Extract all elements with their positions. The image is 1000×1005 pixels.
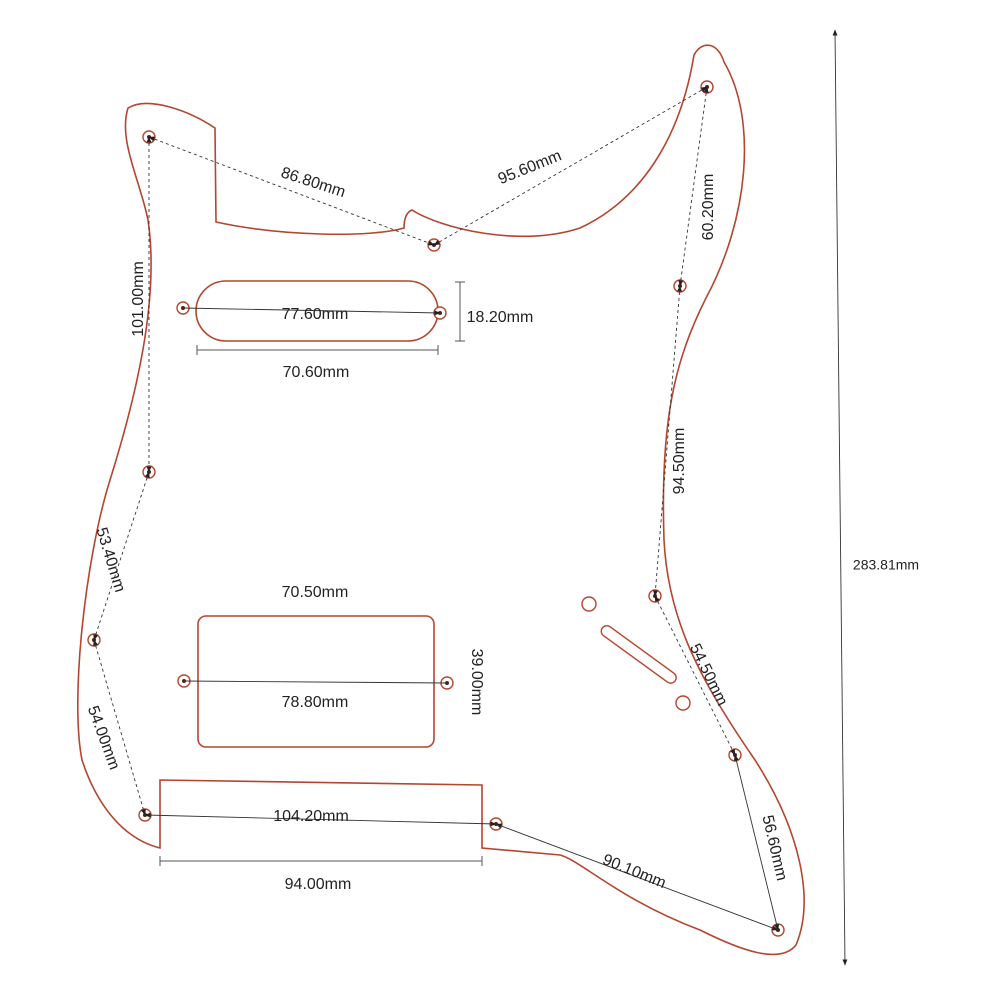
dimension-line [148,136,435,246]
dimension-line [182,307,441,316]
dim-label-53-40: 53.40mm [92,526,128,595]
knob-hole [675,695,691,711]
dimension-line [433,86,708,246]
dimension-line [654,595,736,756]
dim-label-94-50: 94.50mm [671,428,688,495]
dim-label-overall-height: 283.81mm [853,557,919,573]
dim-label-95-60: 95.60mm [496,147,564,188]
dimension-line [495,823,779,931]
dim-label-77-60: 77.60mm [282,306,349,323]
dim-label-90-10: 90.10mm [600,851,668,892]
dim-label-78-80: 78.80mm [282,694,349,711]
dim-label-70-60: 70.60mm [283,364,350,381]
dim-label-54-50: 54.50mm [686,641,731,708]
dim-label-60-20: 60.20mm [700,174,717,241]
dimension-line [144,812,497,827]
dim-label-18-20: 18.20mm [467,309,534,326]
dim-label-54-00: 54.00mm [84,704,123,773]
dim-label-94-00: 94.00mm [285,876,352,893]
dimension-line [93,639,146,816]
dim-label-39-00: 39.00mm [468,649,485,716]
dimension-line [832,29,848,966]
dim-label-101-00: 101.00mm [130,261,147,337]
dim-label-56-60: 56.60mm [758,814,790,883]
pickguard-outline [76,44,805,956]
knob-hole [581,596,597,612]
dim-label-104-20: 104.20mm [273,808,349,825]
dimension-line [652,285,683,597]
switch-slot [600,624,677,684]
dimension-line [183,680,448,684]
dim-label-86-80: 86.80mm [279,164,348,201]
dim-label-70-50: 70.50mm [282,584,349,601]
